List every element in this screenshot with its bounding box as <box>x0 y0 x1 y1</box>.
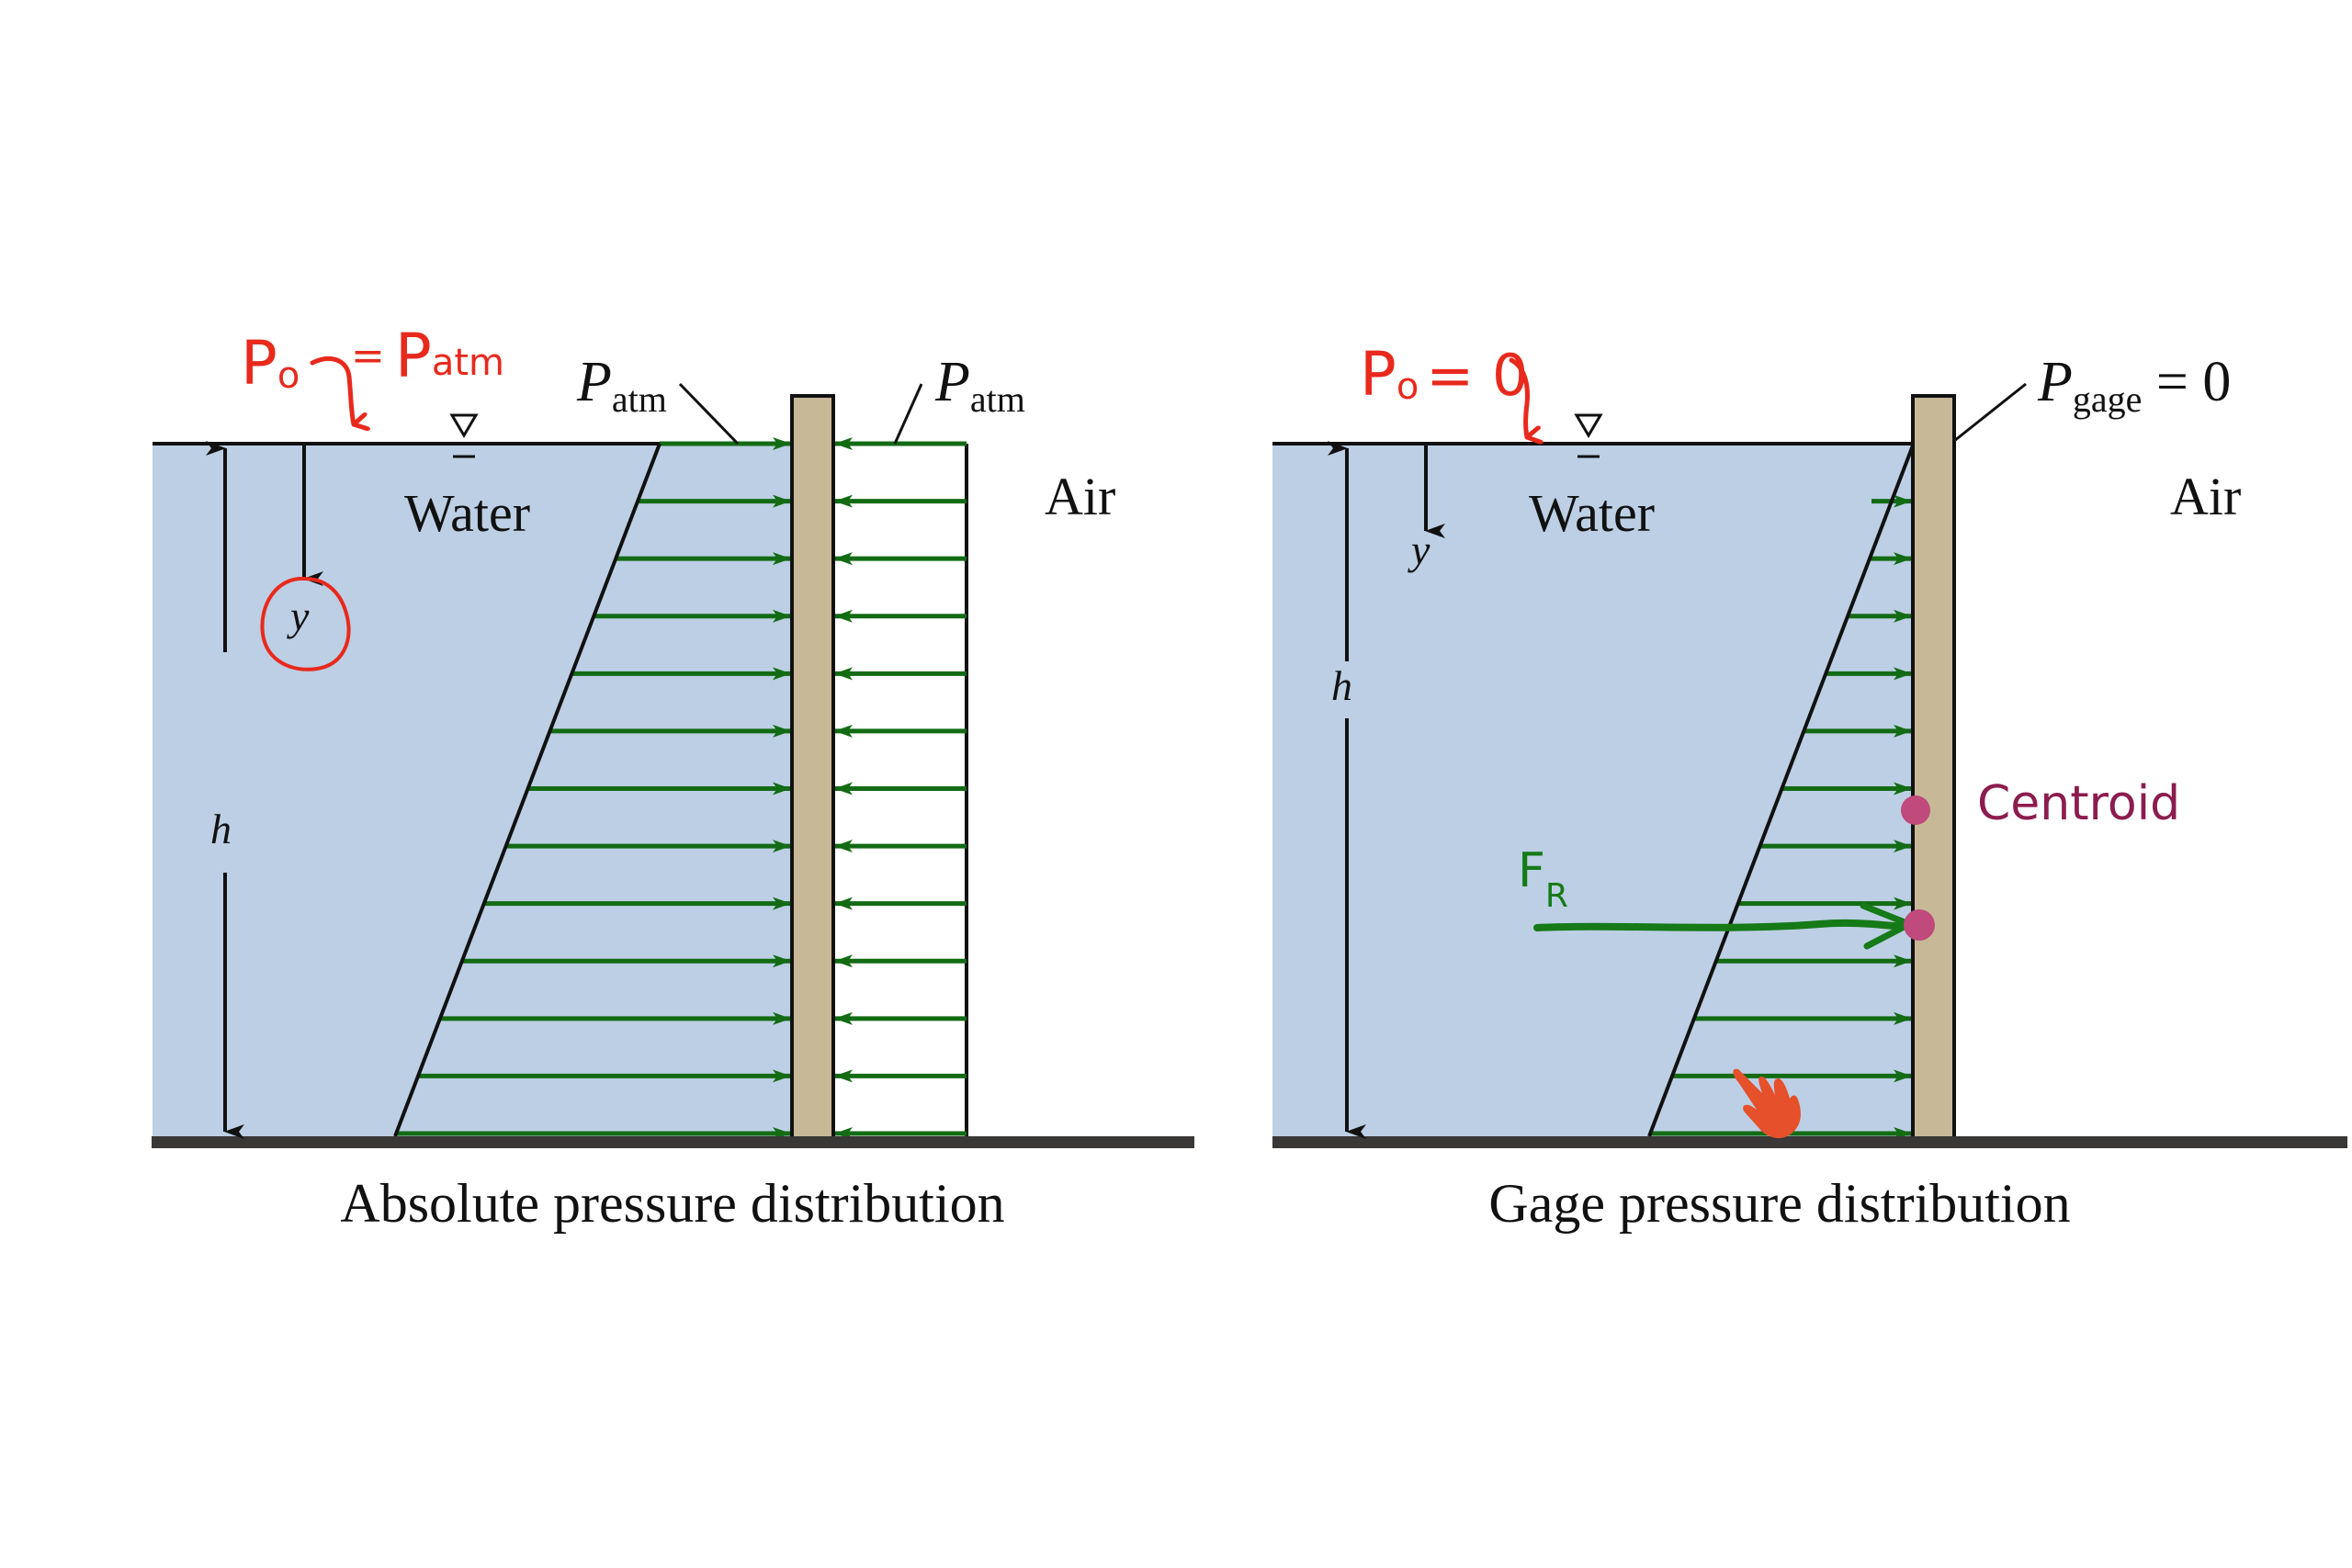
pointer-hand-cursor-icon <box>1733 1068 1801 1139</box>
depth-label: h <box>210 806 232 852</box>
center-of-pressure-marker <box>1904 909 1935 941</box>
resultant-force-arrow <box>1533 919 1910 931</box>
ground <box>1272 1136 2347 1148</box>
gage-pressure-panel: FR Centroid h y Water Air Pgage = 0 Gage… <box>1272 339 2347 1234</box>
centroid-marker <box>1901 795 1930 825</box>
p-atm-water-leader <box>678 382 740 446</box>
svg-text:Po: Po <box>241 328 300 399</box>
p-gage-label: Pgage = 0 <box>2037 351 2231 420</box>
y-circle-annotation <box>260 576 351 671</box>
air-label: Air <box>2170 467 2241 526</box>
wall <box>1911 394 1956 1140</box>
free-surface-symbol-icon <box>1574 413 1603 458</box>
wall <box>790 394 835 1140</box>
svg-text:Patm: Patm <box>395 321 504 391</box>
depth-label: h <box>1331 662 1352 709</box>
red-curved-arrow-icon <box>310 356 354 424</box>
fluid-label: Water <box>404 483 530 543</box>
fluid-label: Water <box>1529 483 1655 543</box>
depth-coordinate-label: y <box>287 592 310 639</box>
caption-gage: Gage pressure distribution <box>1488 1173 2070 1234</box>
free-surface-symbol-icon <box>449 413 479 458</box>
ground <box>152 1136 1194 1148</box>
air-pressure-arrows <box>834 437 967 1140</box>
p-atm-water-label: Patm <box>576 351 667 420</box>
svg-text:=: = <box>351 333 385 379</box>
p-atm-air-leader <box>893 383 923 445</box>
p0-equals-zero-annotation: Po= 0 <box>1360 339 1528 410</box>
air-label: Air <box>1045 467 1115 526</box>
p-atm-air-label: Patm <box>934 351 1025 420</box>
red-curved-arrow-icon <box>1509 357 1527 437</box>
resultant-force-label: FR <box>1518 843 1568 915</box>
depth-coordinate-label: y <box>1408 526 1430 573</box>
pressure-profile-line <box>393 443 662 1137</box>
pressure-profile-line <box>1647 445 1915 1137</box>
centroid-label: Centroid <box>1977 776 2180 831</box>
caption-absolute: Absolute pressure distribution <box>340 1173 1004 1234</box>
water-pressure-arrows <box>396 437 791 1140</box>
absolute-pressure-panel: h y Water Air Patm Patm Absolute pressur… <box>152 321 1194 1234</box>
p0-equals-patm-annotation: Po = Patm <box>241 321 504 399</box>
p-gage-leader <box>1953 382 2027 443</box>
